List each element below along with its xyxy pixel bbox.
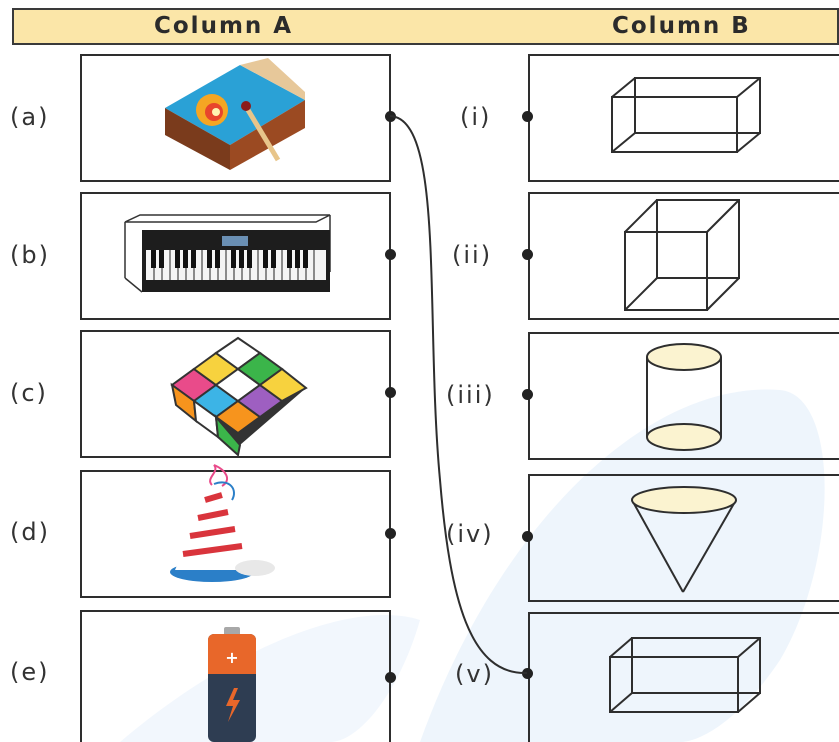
label-d: (d) xyxy=(10,518,50,546)
connector-dot-iv[interactable] xyxy=(522,531,533,542)
column-b-box-v xyxy=(528,612,839,742)
connector-dot-ii[interactable] xyxy=(522,249,533,260)
connector-dot-b[interactable] xyxy=(385,249,396,260)
label-v: (v) xyxy=(455,660,494,688)
connector-dot-v[interactable] xyxy=(522,668,533,679)
column-b-box-ii xyxy=(528,192,839,320)
connector-dot-c[interactable] xyxy=(385,387,396,398)
column-a-box-b xyxy=(80,192,391,320)
connector-dot-iii[interactable] xyxy=(522,389,533,400)
label-iv: (iv) xyxy=(446,520,494,548)
label-a: (a) xyxy=(10,103,50,131)
label-i: (i) xyxy=(460,103,492,131)
column-a-box-a xyxy=(80,54,391,182)
label-iii: (iii) xyxy=(446,381,495,409)
connector-dot-d[interactable] xyxy=(385,528,396,539)
connector-dot-a[interactable] xyxy=(385,111,396,122)
column-a-title: Column A xyxy=(154,13,294,39)
column-b-box-iii xyxy=(528,332,839,460)
label-b: (b) xyxy=(10,241,50,269)
column-a-box-d xyxy=(80,470,391,598)
header-bar: Column A Column B xyxy=(12,8,839,45)
label-ii: (ii) xyxy=(452,241,493,269)
column-b-box-i xyxy=(528,54,839,182)
column-b-title: Column B xyxy=(612,13,751,39)
label-e: (e) xyxy=(10,658,50,686)
column-a-box-e xyxy=(80,610,391,742)
column-b-box-iv xyxy=(528,474,839,602)
connector-dot-i[interactable] xyxy=(522,111,533,122)
connector-dot-e[interactable] xyxy=(385,672,396,683)
label-c: (c) xyxy=(10,379,48,407)
column-a-box-c xyxy=(80,330,391,458)
